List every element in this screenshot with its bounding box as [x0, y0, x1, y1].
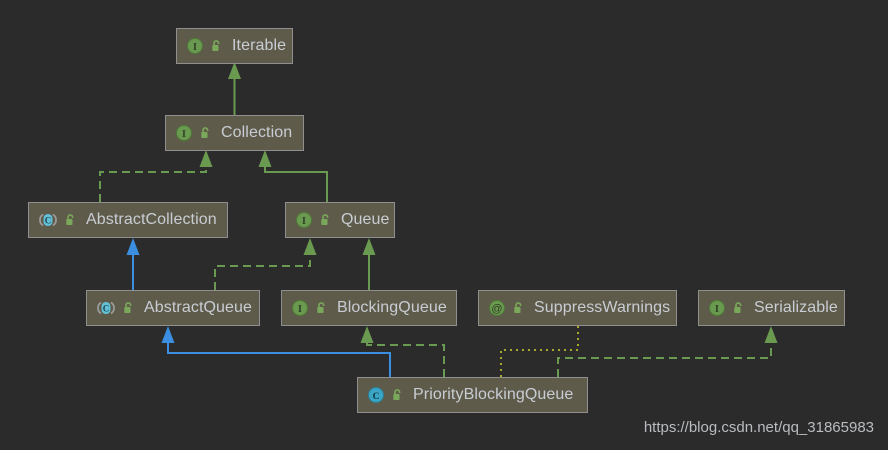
- node-label: Queue: [341, 211, 390, 228]
- edge-pbq-to-blockingqueue: [360, 326, 445, 377]
- node-abstract-queue[interactable]: C AbstractQueue: [86, 290, 260, 326]
- svg-text:C: C: [103, 304, 110, 314]
- node-blocking-queue[interactable]: I BlockingQueue: [281, 290, 457, 326]
- node-label: Collection: [221, 124, 293, 141]
- node-abstract-collection[interactable]: C AbstractCollection: [28, 202, 228, 238]
- node-label: Iterable: [232, 37, 287, 54]
- edge-blockingqueue-to-queue: [362, 238, 376, 290]
- abstract-class-icon: C: [96, 299, 116, 317]
- node-label: Serializable: [754, 299, 838, 316]
- node-label: AbstractQueue: [144, 299, 253, 316]
- class-icon: C: [367, 386, 385, 404]
- edge-queue-to-collection: [258, 150, 328, 202]
- node-label: AbstractCollection: [86, 211, 217, 228]
- svg-text:I: I: [302, 216, 306, 227]
- edge-pbq-to-serializable: [557, 326, 778, 377]
- edge-abstractqueue-to-abstractcollection: [126, 238, 140, 290]
- edge-abstractqueue-to-queue: [214, 238, 317, 290]
- annotation-icon: @: [488, 299, 506, 317]
- edge-abstractcollection-to-collection: [99, 150, 213, 202]
- node-label: SuppressWarnings: [534, 299, 671, 316]
- node-label: BlockingQueue: [337, 299, 447, 316]
- interface-icon: I: [175, 124, 193, 142]
- interface-icon: I: [291, 299, 309, 317]
- svg-text:I: I: [182, 129, 186, 140]
- svg-text:I: I: [715, 304, 719, 315]
- public-unlocked-icon: [122, 301, 135, 315]
- public-unlocked-icon: [315, 301, 328, 315]
- interface-icon: I: [186, 37, 204, 55]
- svg-text:I: I: [298, 304, 302, 315]
- watermark-text: https://blog.csdn.net/qq_31865983: [643, 419, 874, 436]
- interface-icon: I: [295, 211, 313, 229]
- public-unlocked-icon: [210, 39, 223, 53]
- svg-text:@: @: [491, 303, 502, 315]
- abstract-class-icon: C: [38, 211, 58, 229]
- node-suppress-warnings[interactable]: @ SuppressWarnings: [478, 290, 677, 326]
- node-iterable[interactable]: I Iterable: [176, 28, 293, 64]
- public-unlocked-icon: [319, 213, 332, 227]
- public-unlocked-icon: [199, 126, 212, 140]
- node-serializable[interactable]: I Serializable: [698, 290, 845, 326]
- node-label: PriorityBlockingQueue: [413, 386, 574, 403]
- public-unlocked-icon: [391, 388, 404, 402]
- svg-text:I: I: [193, 42, 197, 53]
- public-unlocked-icon: [512, 301, 525, 315]
- interface-icon: I: [708, 299, 726, 317]
- public-unlocked-icon: [732, 301, 745, 315]
- edge-collection-to-iterable: [228, 62, 241, 115]
- node-priority-blocking-queue[interactable]: C PriorityBlockingQueue: [357, 377, 588, 413]
- edge-pbq-to-abstractqueue: [161, 326, 391, 377]
- node-collection[interactable]: I Collection: [165, 115, 304, 151]
- node-queue[interactable]: I Queue: [285, 202, 395, 238]
- svg-text:C: C: [45, 216, 52, 226]
- public-unlocked-icon: [64, 213, 77, 227]
- edge-pbq-to-suppresswarnings: [500, 326, 579, 377]
- svg-text:C: C: [373, 392, 380, 402]
